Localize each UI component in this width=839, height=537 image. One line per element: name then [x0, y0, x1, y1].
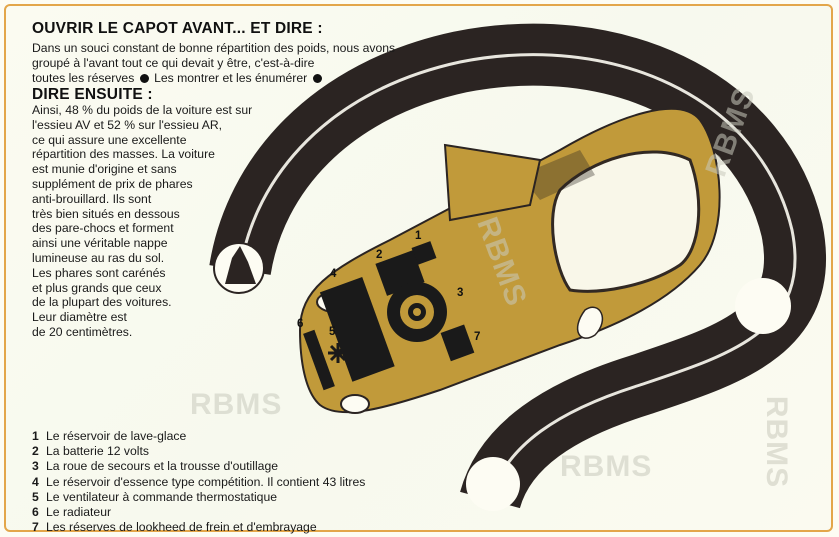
- body-line: lumineuse au ras du sol.: [32, 250, 165, 265]
- callout-1: 1: [415, 230, 422, 242]
- body-line: Leur diamètre est: [32, 310, 127, 325]
- component-1: [411, 241, 437, 265]
- race-track: [209, 23, 826, 510]
- body-line: l'essieu AV et 52 % sur l'essieu AR,: [32, 117, 223, 132]
- body-line: supplément de prix de phares: [32, 176, 193, 191]
- bullet-icon: [312, 73, 322, 83]
- callout-2: 2: [376, 249, 383, 261]
- component-6-radiator: [303, 329, 335, 391]
- rbms-emblem: [225, 246, 256, 284]
- intro-line: groupé à l'avant tout ce qui devait y êt…: [32, 55, 315, 70]
- body-paragraph: Ainsi, 48 % du poids de la voiture est s…: [32, 103, 252, 340]
- component-4-fuel-tank: [319, 277, 395, 382]
- body-line: est munie d'origine et sans: [32, 162, 177, 177]
- body-line: répartition des masses. La voiture: [32, 147, 215, 162]
- body-line: de 20 centimètres.: [32, 324, 133, 339]
- callout-7: 7: [474, 331, 481, 343]
- callout-4: 4: [330, 268, 337, 280]
- body-line: des pare-chocs et forment: [32, 221, 174, 236]
- callout-5: 5: [329, 326, 336, 338]
- body-line: très bien situés en dessous: [32, 206, 180, 221]
- track-end-circle: [466, 457, 520, 511]
- body-line: Les phares sont carénés: [32, 265, 166, 280]
- callout-6: 6: [297, 318, 304, 330]
- component-7: [440, 324, 475, 362]
- callout-3: 3: [457, 287, 464, 299]
- component-5-fan: [328, 343, 348, 363]
- body-line: et plus grands que ceux: [32, 280, 162, 295]
- body-line: de la plupart des voitures.: [32, 295, 172, 310]
- heading-then-say: DIRE ENSUITE :: [32, 86, 153, 103]
- intro-line: toutes les réserves Les montrer et les é…: [32, 71, 395, 86]
- body-line: Ainsi, 48 % du poids de la voiture est s…: [32, 103, 253, 117]
- body-line: ce qui assure une excellente: [32, 132, 187, 147]
- body-line: ainsi une véritable nappe: [32, 236, 168, 251]
- watermark: RBMS: [560, 450, 653, 483]
- bullet-icon: [139, 73, 149, 83]
- intro-line: Dans un souci constant de bonne répartit…: [32, 41, 396, 55]
- heading-open-hood: OUVRIR LE CAPOT AVANT... ET DIRE :: [32, 20, 323, 37]
- track-circle-right: [735, 278, 791, 334]
- components: [303, 241, 475, 391]
- watermark: RBMS: [190, 388, 283, 421]
- intro-paragraph: Dans un souci constant de bonne répartit…: [32, 41, 395, 85]
- body-line: anti-brouillard. Ils sont: [32, 191, 152, 206]
- watermark: RBMS: [760, 395, 794, 489]
